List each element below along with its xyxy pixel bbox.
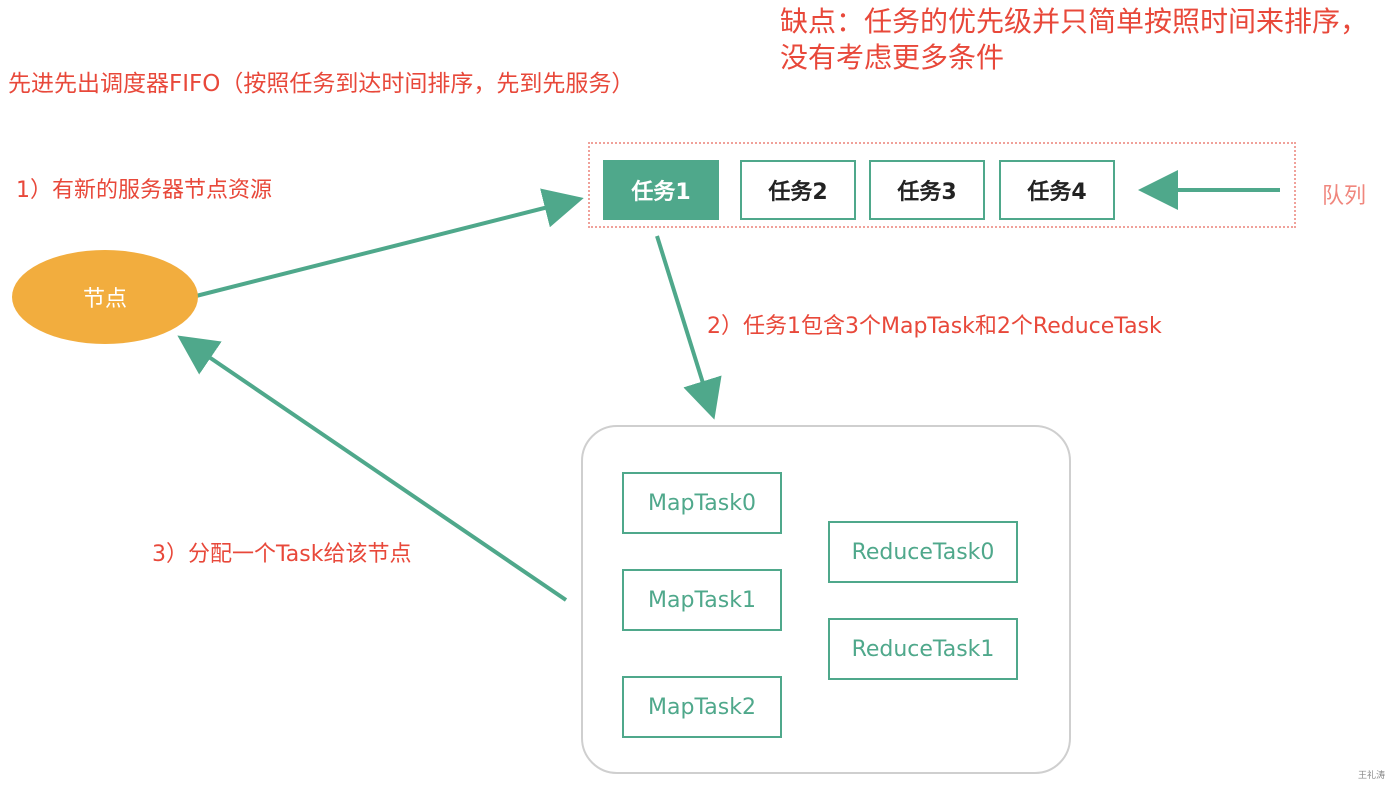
watermark: 王礼涛 [1358,771,1386,781]
drawback-line-1: 缺点：任务的优先级并只简单按照时间来排序， [780,5,1369,38]
arrow-subtasks-to-node [177,335,568,602]
queue-task-3: 任务3 [869,160,985,220]
arrow-node-to-queue [195,188,584,298]
map-task-1: MapTask1 [622,569,782,631]
step-3-label: 3）分配一个Task给该节点 [152,542,412,567]
step-2-label: 2）任务1包含3个MapTask和2个ReduceTask [707,314,1162,339]
server-node: 节点 [12,250,198,344]
step-1-label: 1）有新的服务器节点资源 [16,178,272,203]
reduce-task-1: ReduceTask1 [828,618,1018,680]
reduce-task-0: ReduceTask0 [828,521,1018,583]
queue-task-1: 任务1 [603,160,719,220]
drawback-line-2: 没有考虑更多条件 [780,41,1005,74]
page-title: 先进先出调度器FIFO（按照任务到达时间排序，先到先服务） [8,71,635,97]
arrow-task1-to-subtasks [655,235,722,420]
map-task-2: MapTask2 [622,676,782,738]
queue-frame [588,142,1296,228]
queue-task-4: 任务4 [999,160,1115,220]
drawback-note: 缺点：任务的优先级并只简单按照时间来排序， 没有考虑更多条件 [780,4,1368,76]
queue-task-2: 任务2 [740,160,856,220]
queue-label: 队列 [1322,184,1367,209]
map-task-0: MapTask0 [622,472,782,534]
